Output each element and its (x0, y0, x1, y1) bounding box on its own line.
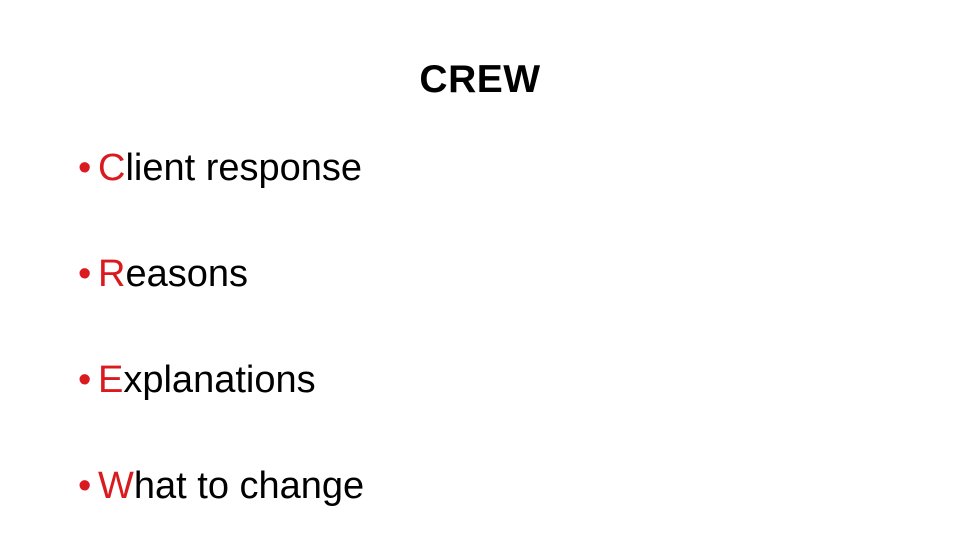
list-item[interactable]: • Explanations (78, 354, 778, 460)
bullet-list: • Client response • Reasons • Explanatio… (78, 142, 778, 540)
list-item-label: What to change (98, 460, 364, 512)
acronym-initial: R (98, 253, 126, 295)
list-item-remainder: easons (125, 253, 248, 295)
list-item-remainder: xplanations (123, 359, 316, 401)
list-item[interactable]: • What to change (78, 460, 778, 540)
bullet-dot-icon: • (78, 147, 92, 189)
list-item-remainder: lient response (125, 147, 363, 189)
list-item-remainder: hat to change (133, 465, 365, 507)
page-title: CREW (419, 58, 541, 101)
bullet-dot-icon: • (78, 465, 92, 507)
acronym-initial: W (98, 465, 134, 507)
list-item-label: Client response (98, 142, 362, 194)
bullet-dot-icon: • (78, 359, 92, 401)
list-item[interactable]: • Client response (78, 142, 778, 248)
bullet-dot-icon: • (78, 253, 92, 295)
acronym-initial: E (98, 359, 124, 401)
acronym-initial: C (98, 147, 126, 189)
list-item-label: Explanations (98, 354, 316, 406)
list-item-label: Reasons (98, 248, 248, 300)
list-item[interactable]: • Reasons (78, 248, 778, 354)
